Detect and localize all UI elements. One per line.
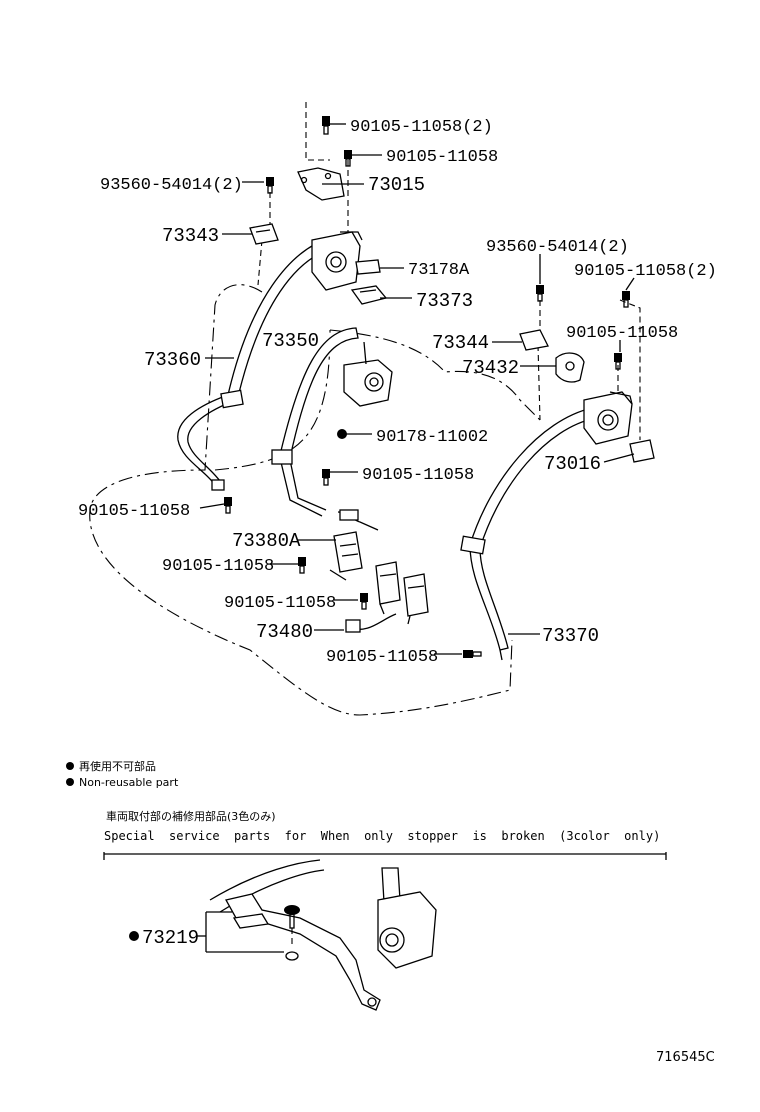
legend: 再使用不可部品 Non-reusable part [66,759,179,789]
label-p20: 90105-11058 [162,557,274,576]
label-p25: 73219 [142,927,199,949]
buckle-73380A [329,509,379,581]
figure-id: 716545C [656,1050,715,1065]
label-p18: 90105-11058 [78,502,190,521]
label-p23: 73370 [542,625,599,647]
label-p3: 93560-54014(2) [100,176,243,195]
belt-73350 [271,327,393,517]
label-p21: 90105-11058 [224,594,336,613]
service-section: 車両取付部の補修用部品(3色のみ) Special service parts … [103,809,667,1011]
legend-jp: 再使用不可部品 [79,759,156,773]
label-p7: 93560-54014(2) [486,238,629,257]
label-p6: 73178A [408,261,470,280]
retractor-upper [311,231,363,291]
belt-73370 [460,407,597,661]
cover-73373 [350,285,388,305]
label-p15: 90178-11002 [376,428,488,447]
label-p12: 90105-11058 [566,324,678,343]
label-p2: 90105-11058 [386,148,498,167]
non-reusable-dot-icon [66,778,74,786]
part-labels: 90105-11058(2) 90105-11058 93560-54014(2… [78,118,717,667]
label-p17: 90105-11058 [362,466,474,485]
label-p13: 73360 [144,349,201,371]
label-p16: 73016 [544,453,601,475]
plate-73178A [355,259,381,275]
belt-73360 [177,237,335,491]
non-reusable-dot-icon [66,762,74,770]
service-title-en: Special service parts for When only stop… [104,829,660,843]
bracket-73015 [297,167,345,201]
label-p11: 73344 [432,332,489,354]
clip-73343 [249,223,279,245]
label-p14: 73432 [462,357,519,379]
legend-en: Non-reusable part [79,776,179,789]
clip-73344 [519,329,549,351]
label-p1: 90105-11058(2) [350,118,493,137]
label-p4: 73015 [368,174,425,196]
bolts [224,116,630,658]
leader-lines [199,123,635,655]
label-p24: 90105-11058 [326,648,438,667]
label-p5: 73343 [162,225,219,247]
label-p9: 73373 [416,290,473,312]
label-p10: 73350 [262,330,319,352]
label-p22: 73480 [256,621,313,643]
retractor-right [583,391,655,463]
non-reusable-dot-icon [129,931,139,941]
service-title-jp: 車両取付部の補修用部品(3色のみ) [106,809,276,823]
seat-outline [89,284,541,716]
cover-73432 [555,352,585,383]
label-p19: 73380A [232,530,301,552]
label-p8: 90105-11058(2) [574,262,717,281]
buckle-73480 [345,561,429,633]
guide-lines [257,102,641,440]
